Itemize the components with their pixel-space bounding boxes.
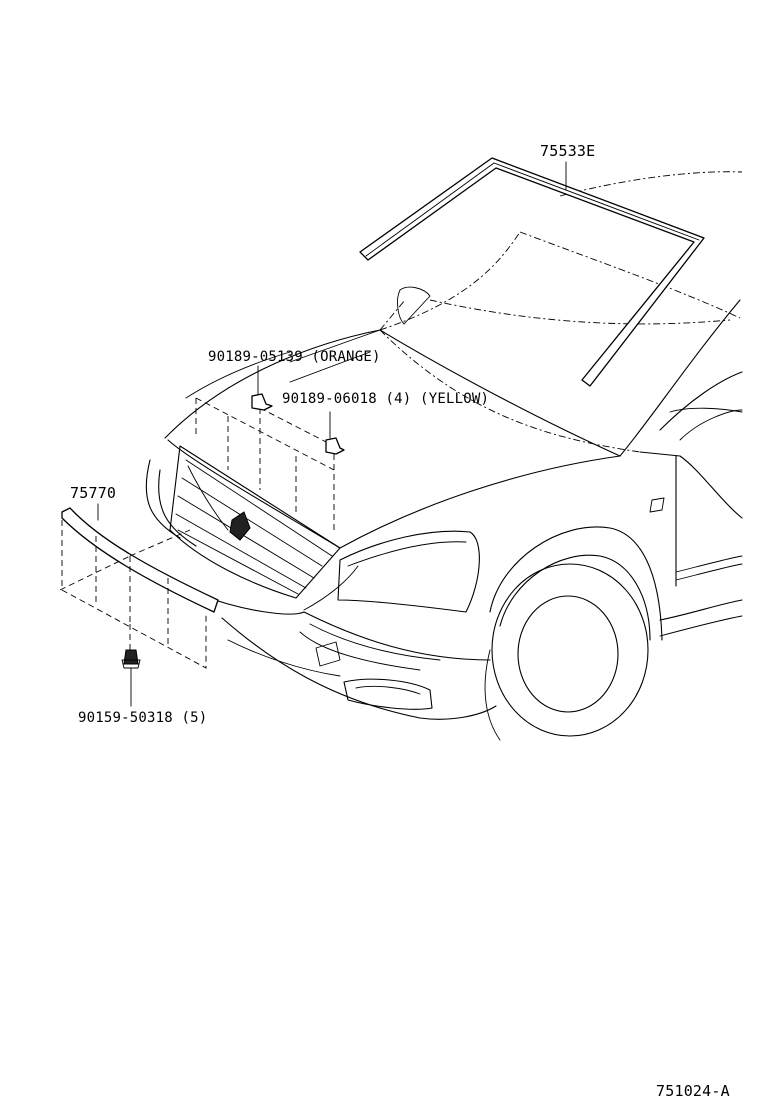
headlamp [303, 530, 480, 613]
clip-yellow [325, 411, 345, 455]
wheel [484, 526, 663, 741]
grille-molding [61, 503, 219, 613]
radiator-grille [169, 445, 341, 599]
screw [121, 649, 141, 707]
assembly-lines-molding [59, 520, 207, 669]
car-hood [164, 329, 641, 549]
figure-id: 751024-A [656, 1082, 730, 1100]
label-clip-yellow: 90189-06018 (4) (YELLOW) [282, 391, 489, 407]
assembly-lines-clips [195, 397, 335, 530]
car-body-roof [379, 171, 743, 331]
label-75770: 75770 [70, 484, 116, 502]
label-clip-orange: 90189-05139 (ORANGE) [208, 349, 381, 365]
leader-lines [289, 329, 381, 383]
car-body-side [619, 299, 743, 637]
clip-orange [251, 365, 273, 411]
label-75533E: 75533E [540, 142, 595, 160]
label-screw: 90159-50318 (5) [78, 710, 207, 726]
windshield-molding [359, 157, 705, 387]
front-bumper [145, 459, 497, 720]
